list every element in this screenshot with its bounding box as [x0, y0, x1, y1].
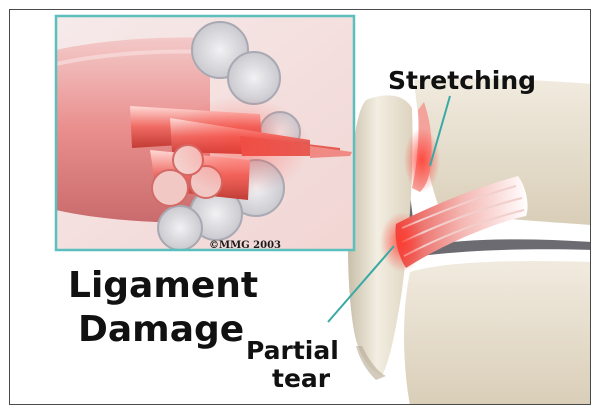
illustration-frame: ©MMG 2003 Ligament Damage Stretching Par… — [9, 9, 591, 405]
title-line-2: Damage — [78, 312, 244, 348]
title-line-1: Ligament — [68, 268, 258, 304]
partial-tear-callout-line-1: Partial — [246, 338, 339, 363]
partial-tear-callout-line-2: tear — [272, 366, 330, 391]
stretching-callout: Stretching — [388, 68, 536, 93]
lower-bone — [404, 261, 591, 405]
copyright-notice: ©MMG 2003 — [209, 240, 281, 251]
inset-fiber-diagram — [56, 16, 354, 250]
